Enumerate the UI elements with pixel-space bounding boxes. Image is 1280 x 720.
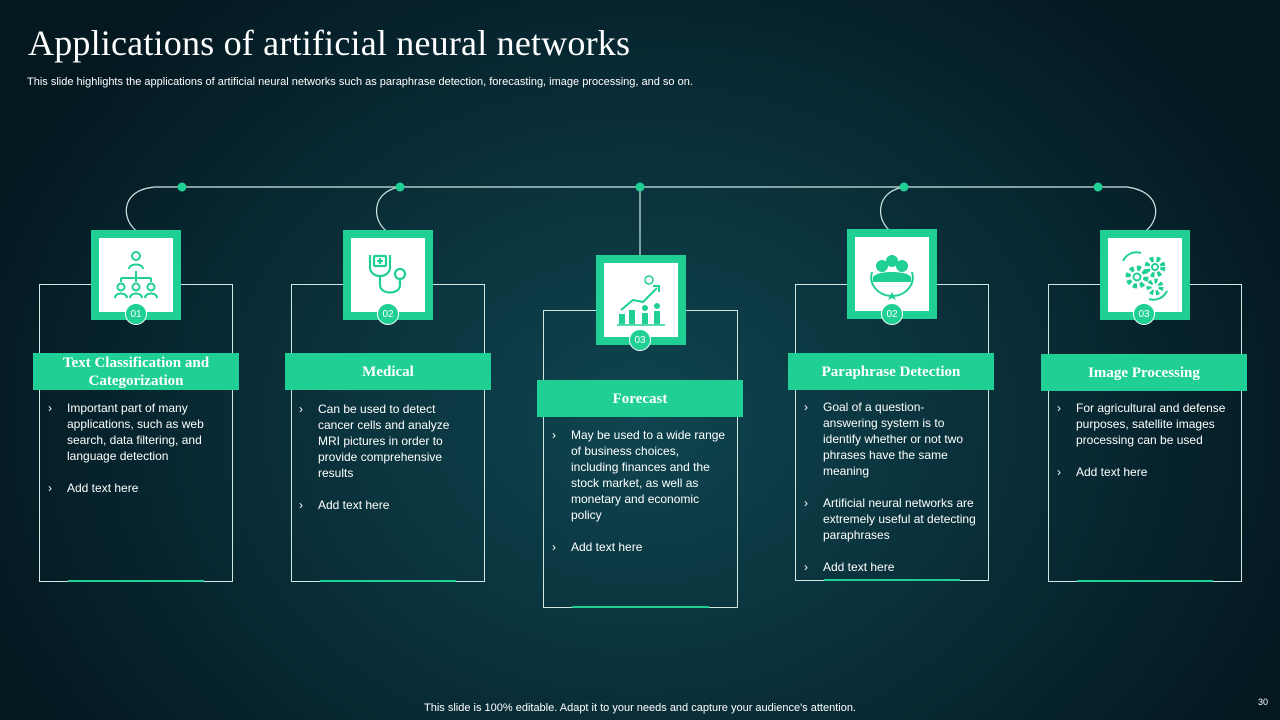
card-underline	[572, 606, 709, 608]
card-underline	[824, 579, 960, 581]
card-title: Paraphrase Detection	[788, 353, 994, 390]
icon-box	[1100, 230, 1190, 320]
card-underline	[68, 580, 204, 582]
icon-box	[91, 230, 181, 320]
list-item: Artificial neural networks are extremely…	[804, 495, 979, 543]
card-number-badge: 02	[881, 303, 903, 325]
slide-subtitle: This slide highlights the applications o…	[27, 76, 693, 88]
slide-footer: This slide is 100% editable. Adapt it to…	[424, 702, 856, 714]
card-bullet-list: Important part of many applications, suc…	[48, 400, 223, 512]
people-circle-icon	[870, 255, 914, 300]
card-bullet-list: For agricultural and defense purposes, s…	[1057, 400, 1232, 496]
card-title: Image Processing	[1041, 354, 1247, 391]
list-item: Add text here	[552, 539, 727, 555]
card-underline	[1077, 580, 1213, 582]
list-item: Add text here	[48, 480, 223, 496]
card-number-badge: 02	[377, 303, 399, 325]
card-title: Medical	[285, 353, 491, 390]
card-title: Text Classification and Categorization	[33, 353, 239, 390]
list-item: Important part of many applications, suc…	[48, 400, 223, 464]
list-item: Add text here	[804, 559, 979, 575]
page-number: 30	[1258, 697, 1269, 707]
card-underline	[320, 580, 456, 582]
list-item: May be used to a wide range of business …	[552, 427, 727, 523]
growth-chart-icon	[617, 275, 665, 326]
card-number-badge: 03	[629, 329, 651, 351]
list-item: Add text here	[299, 497, 474, 513]
gears-icon	[1122, 251, 1168, 301]
org-chart-icon	[114, 251, 158, 299]
list-item: For agricultural and defense purposes, s…	[1057, 400, 1232, 448]
card-number-badge: 01	[125, 303, 147, 325]
card-number-badge: 03	[1133, 303, 1155, 325]
card-bullet-list: Can be used to detect cancer cells and a…	[299, 401, 474, 529]
slide-title: Applications of artificial neural networ…	[28, 23, 631, 63]
list-item: Goal of a question-answering system is t…	[804, 399, 979, 479]
list-item: Can be used to detect cancer cells and a…	[299, 401, 474, 481]
card-bullet-list: May be used to a wide range of business …	[552, 427, 727, 571]
stethoscope-icon	[368, 254, 407, 294]
list-item: Add text here	[1057, 464, 1232, 480]
card-bullet-list: Goal of a question-answering system is t…	[804, 399, 979, 591]
card-title: Forecast	[537, 380, 743, 417]
